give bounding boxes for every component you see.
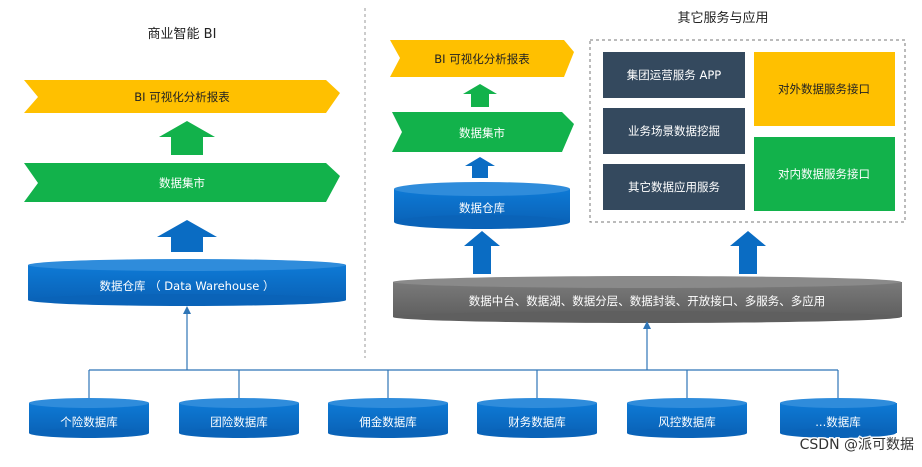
service-mining-label: 业务场景数据挖掘	[628, 124, 720, 138]
left-arrow-dw-to-mart	[157, 220, 217, 252]
source-connectors	[88, 312, 839, 398]
left-report-banner	[24, 80, 340, 113]
right-arrow-mart-to-report	[463, 84, 497, 107]
watermark-halo: CSDN @派可数据	[800, 437, 914, 453]
source-db-2: 团险数据库	[179, 398, 299, 438]
platform-label: 数据中台、数据湖、数据分层、数据封装、开放接口、多服务、多应用	[469, 294, 826, 308]
right-warehouse-cylinder	[394, 182, 570, 229]
arrowhead-left-dw	[183, 306, 191, 314]
services-title: 其它服务与应用	[677, 10, 768, 26]
internal-api-label: 对内数据服务接口	[778, 167, 870, 181]
source-db-1: 个险数据库	[29, 398, 149, 438]
arrow-platform-to-services	[730, 231, 766, 274]
service-other-label: 其它数据应用服务	[628, 180, 720, 194]
service-group-app-label: 集团运营服务 APP	[627, 68, 721, 82]
right-report-banner	[390, 40, 574, 77]
source-db-6-label: ...数据库	[815, 415, 860, 429]
right-mart-label: 数据集市	[459, 126, 505, 140]
external-api-box	[754, 52, 895, 126]
platform-cylinder	[393, 276, 902, 323]
source-db-3: 佣金数据库	[328, 398, 448, 438]
source-db-1-label: 个险数据库	[60, 415, 118, 429]
source-db-5-label: 风控数据库	[658, 415, 716, 429]
internal-api-box	[754, 137, 895, 211]
source-db-4-label: 财务数据库	[508, 415, 566, 429]
right-arrow-platform-to-dw	[464, 231, 500, 274]
source-db-4: 财务数据库	[477, 398, 597, 438]
service-other-box	[603, 164, 745, 210]
left-mart-label: 数据集市	[159, 176, 205, 190]
left-arrow-mart-to-report	[159, 121, 215, 155]
left-warehouse-label: 数据仓库 （ Data Warehouse ）	[100, 279, 275, 293]
right-warehouse-label: 数据仓库	[459, 201, 505, 215]
source-db-3-label: 佣金数据库	[359, 415, 417, 429]
service-mining-box	[603, 108, 745, 154]
right-report-label: BI 可视化分析报表	[434, 52, 530, 66]
services-container	[589, 39, 906, 223]
service-group-app-box	[603, 52, 745, 98]
source-db-5: 风控数据库	[627, 398, 747, 438]
right-arrow-dw-to-mart	[465, 157, 495, 178]
source-db-6: ...数据库	[780, 398, 897, 438]
left-report-label: BI 可视化分析报表	[134, 90, 230, 104]
left-mart-banner	[24, 163, 340, 202]
arrowhead-platform	[643, 321, 651, 329]
external-api-label: 对外数据服务接口	[778, 82, 870, 96]
left-warehouse-cylinder	[28, 259, 346, 306]
left-title: 商业智能 BI	[148, 27, 217, 42]
source-db-2-label: 团险数据库	[210, 415, 268, 429]
watermark: CSDN @派可数据	[800, 437, 914, 453]
right-mart-banner	[392, 112, 574, 152]
